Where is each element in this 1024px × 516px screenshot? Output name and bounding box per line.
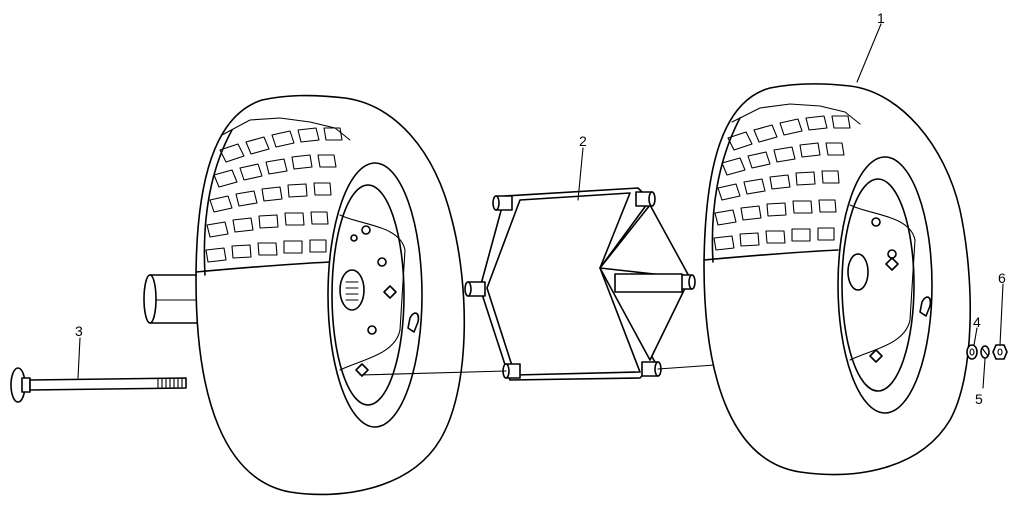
- right-tire-tread: [703, 103, 861, 263]
- right-wheel-rim: [837, 156, 933, 414]
- callout-3: 3: [75, 323, 83, 339]
- wheel-spacer: [464, 187, 696, 381]
- left-tire-wheel: [195, 94, 466, 496]
- left-wheel-rim: [327, 162, 423, 428]
- flat-washer: [966, 344, 978, 360]
- callout-1: 1: [877, 10, 885, 26]
- callout-5: 5: [975, 391, 983, 407]
- left-tire-tread: [195, 117, 351, 276]
- leader-lines: [77, 23, 1004, 389]
- callout-6: 6: [998, 270, 1006, 286]
- hex-nut: [992, 344, 1008, 360]
- right-tire-wheel: [703, 83, 971, 476]
- lock-washer: [980, 345, 990, 359]
- callout-2: 2: [579, 133, 587, 149]
- callout-4: 4: [973, 314, 981, 330]
- carriage-bolt: [10, 367, 187, 403]
